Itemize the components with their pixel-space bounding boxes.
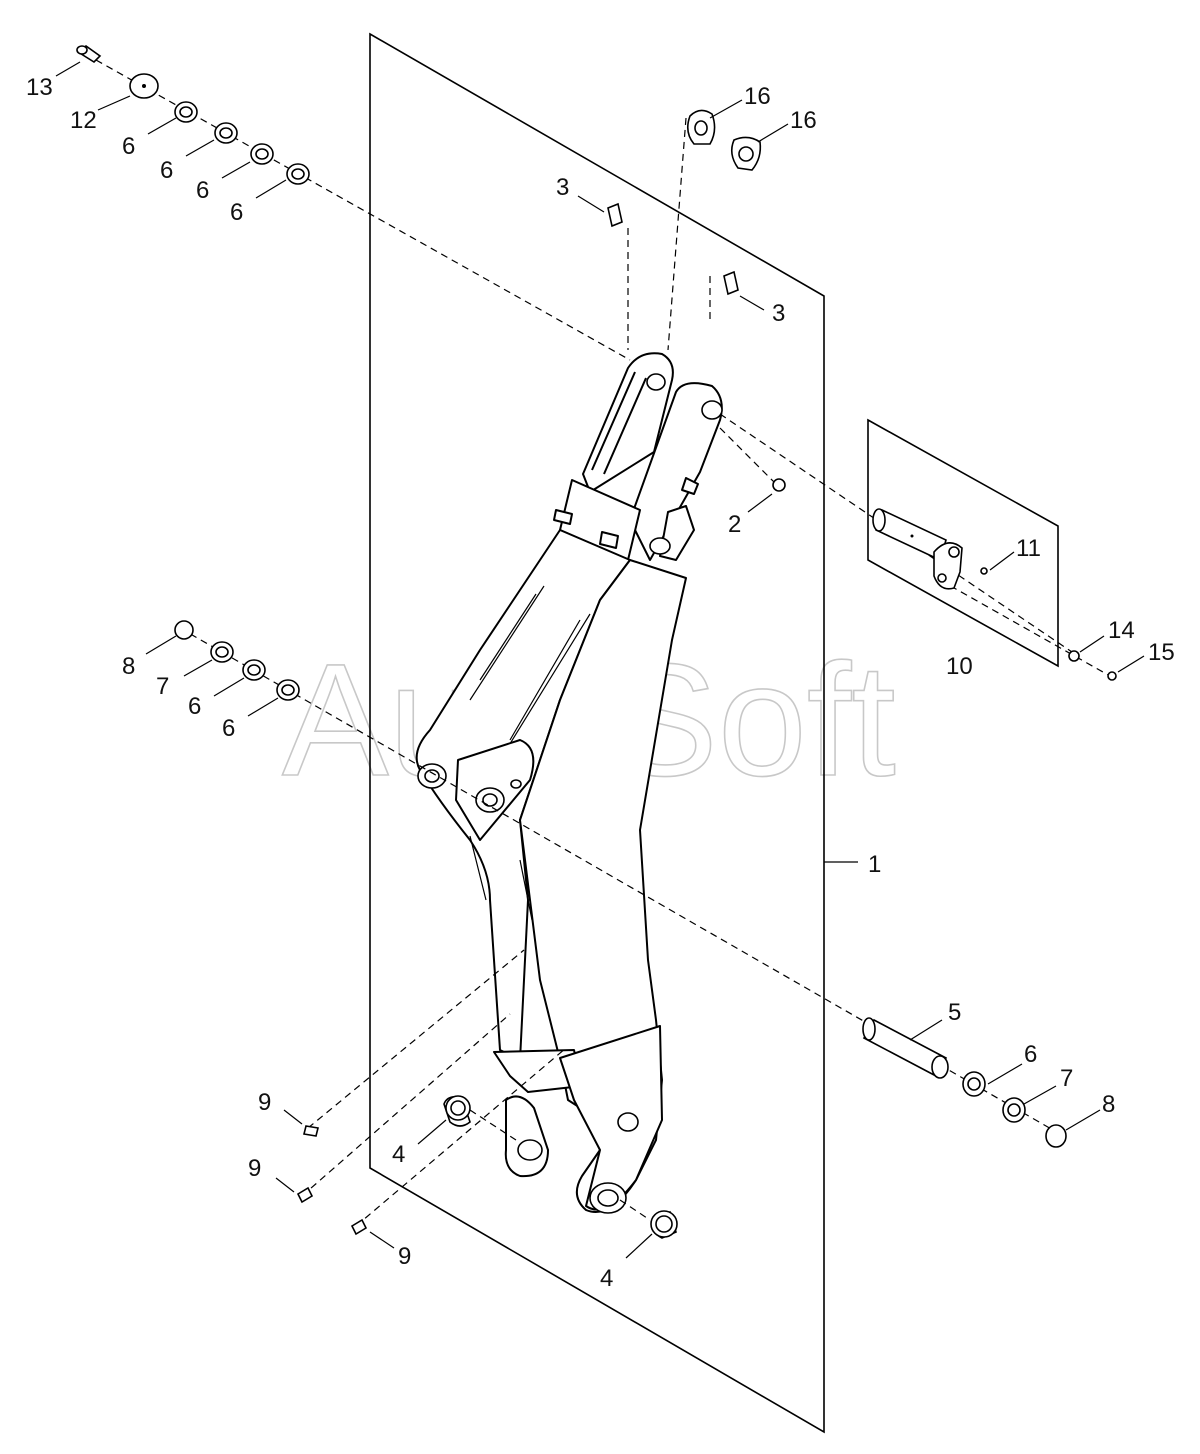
callout-16: 16 xyxy=(790,107,817,134)
shim-6-b xyxy=(214,122,238,144)
leader-lines xyxy=(55,61,1145,1259)
callout-15: 15 xyxy=(1148,639,1175,666)
callout-4: 4 xyxy=(392,1141,405,1168)
snap-ring-8-b xyxy=(1045,1124,1067,1148)
plate-16-a xyxy=(686,109,716,145)
snap-ring-8-a xyxy=(174,620,194,640)
callout-1: 1 xyxy=(868,851,881,878)
callout-2: 2 xyxy=(728,511,741,538)
callout-9: 9 xyxy=(248,1155,261,1182)
callout-10: 10 xyxy=(946,653,973,680)
callout-6: 6 xyxy=(196,177,209,204)
callout-8: 8 xyxy=(1102,1091,1115,1118)
callout-6: 6 xyxy=(1024,1041,1037,1068)
callout-5: 5 xyxy=(948,999,961,1026)
shim-6-f xyxy=(276,679,300,701)
shim-6-c xyxy=(250,143,274,165)
clip-3-a xyxy=(607,202,623,228)
callout-4: 4 xyxy=(600,1265,613,1292)
bushing-4-a xyxy=(443,1095,471,1127)
ring-7-b xyxy=(1002,1097,1026,1123)
callout-6: 6 xyxy=(160,157,173,184)
shim-6-e xyxy=(242,659,266,681)
pin-assembly-10 xyxy=(872,508,963,590)
callout-6: 6 xyxy=(188,693,201,720)
callout-12: 12 xyxy=(70,107,97,134)
pin-11 xyxy=(980,567,988,575)
callout-3: 3 xyxy=(556,174,569,201)
fitting-9-c xyxy=(350,1218,368,1236)
callout-11: 11 xyxy=(1016,535,1041,562)
callout-labels: 13 12 6 6 6 6 16 16 3 3 2 11 10 14 15 8 … xyxy=(26,74,1175,1292)
clip-3-b xyxy=(723,270,739,296)
plate-16-b xyxy=(730,136,762,171)
shim-6-a xyxy=(174,101,198,123)
callout-7: 7 xyxy=(1060,1065,1073,1092)
ring-7-a xyxy=(210,641,234,663)
nut-15 xyxy=(1107,671,1117,681)
bolt-13 xyxy=(76,45,102,64)
bushing-4-b xyxy=(650,1210,678,1239)
callout-16: 16 xyxy=(744,83,771,110)
nut-2 xyxy=(772,478,786,492)
shim-6-d xyxy=(286,163,310,185)
callout-8: 8 xyxy=(122,653,135,680)
callout-7: 7 xyxy=(156,673,169,700)
callout-6: 6 xyxy=(222,715,235,742)
fitting-9-a xyxy=(303,1125,319,1137)
boom-arm xyxy=(415,352,723,1214)
fitting-9-b xyxy=(296,1186,314,1204)
pin-5 xyxy=(862,1017,949,1079)
callout-6: 6 xyxy=(122,133,135,160)
washer-12 xyxy=(129,73,159,99)
callout-9: 9 xyxy=(258,1089,271,1116)
shim-6-g xyxy=(962,1071,986,1097)
callout-13: 13 xyxy=(26,74,53,101)
washer-14 xyxy=(1068,650,1080,662)
callout-6: 6 xyxy=(230,199,243,226)
callout-14: 14 xyxy=(1108,617,1135,644)
assembly-frame xyxy=(369,32,825,1434)
callout-3: 3 xyxy=(772,300,785,327)
subassembly-frame xyxy=(867,418,1059,668)
callout-9: 9 xyxy=(398,1243,411,1270)
